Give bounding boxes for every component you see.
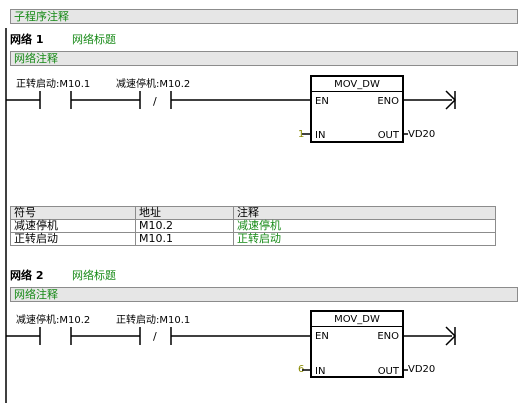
symbol-table-header-comment[interactable]: 注释 xyxy=(233,206,496,220)
network-2-contact-1-label: 减速停机:M10.2 xyxy=(16,315,91,326)
network-2-in-value[interactable]: 6 xyxy=(298,364,305,375)
network-1-mov-dw-block[interactable]: MOV_DW EN ENO IN OUT xyxy=(310,75,404,143)
address-cell: M10.1 xyxy=(135,232,234,246)
network-2-contact-2-label: 正转启动:M10.1 xyxy=(116,315,191,326)
network-2-mov-dw-block[interactable]: MOV_DW EN ENO IN OUT xyxy=(310,310,404,378)
network-1-block-separator xyxy=(312,91,402,92)
network-1-contact-2-symbol: / xyxy=(153,95,157,108)
network-1-contact-2-label: 减速停机:M10.2 xyxy=(116,79,191,90)
network-2-pin-en: EN xyxy=(315,331,329,342)
network-2-pin-in: IN xyxy=(315,366,326,377)
network-2-block-separator xyxy=(312,326,402,327)
subroutine-comment: 子程序注释 xyxy=(14,10,69,23)
network-2-comment: 网络注释 xyxy=(14,288,58,301)
network-1-pin-out: OUT xyxy=(377,130,399,141)
network-1-subtitle[interactable]: 网络标题 xyxy=(72,33,116,46)
symbol-table: 符号 地址 注释 减速停机 M10.2 减速停机 正转启动 M10.1 正转启动 xyxy=(10,206,496,246)
network-1-pin-en: EN xyxy=(315,96,329,107)
symbol-cell: 减速停机 xyxy=(10,219,136,233)
network-2-comment-band[interactable]: 网络注释 xyxy=(10,287,518,302)
table-row[interactable]: 减速停机 M10.2 减速停机 xyxy=(10,219,496,233)
network-2-block-name: MOV_DW xyxy=(334,314,380,325)
comment-cell: 正转启动 xyxy=(233,232,496,246)
network-1-comment-band[interactable]: 网络注释 xyxy=(10,51,518,66)
network-1-title[interactable]: 网络 1 xyxy=(10,33,44,46)
network-1-pin-in: IN xyxy=(315,130,326,141)
network-2-title[interactable]: 网络 2 xyxy=(10,269,44,282)
network-2-contact-2-symbol: / xyxy=(153,330,157,343)
symbol-table-header: 符号 地址 注释 xyxy=(10,206,496,220)
network-2-out-value[interactable]: VD20 xyxy=(408,364,436,375)
network-2-subtitle[interactable]: 网络标题 xyxy=(72,269,116,282)
network-1-comment: 网络注释 xyxy=(14,52,58,65)
subroutine-comment-band[interactable]: 子程序注释 xyxy=(10,9,518,24)
table-row[interactable]: 正转启动 M10.1 正转启动 xyxy=(10,232,496,246)
network-1-contact-1-label: 正转启动:M10.1 xyxy=(16,79,91,90)
network-1-block-name: MOV_DW xyxy=(334,79,380,90)
network-2-pin-out: OUT xyxy=(377,366,399,377)
network-1-pin-eno: ENO xyxy=(377,96,399,107)
network-1-in-value[interactable]: 1 xyxy=(298,129,305,140)
network-1-out-value[interactable]: VD20 xyxy=(408,129,436,140)
symbol-cell: 正转启动 xyxy=(10,232,136,246)
network-2-pin-eno: ENO xyxy=(377,331,399,342)
